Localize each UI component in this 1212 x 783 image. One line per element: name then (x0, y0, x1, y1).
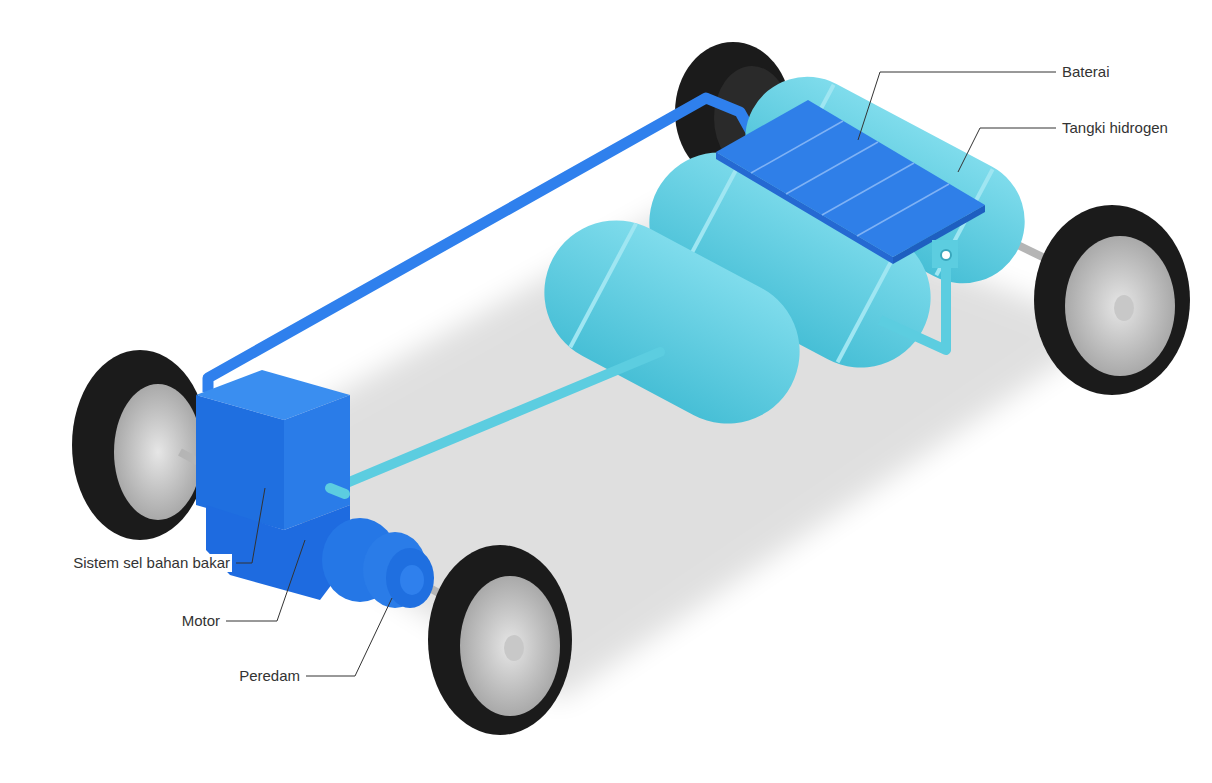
rear-right-wheel (1034, 205, 1190, 395)
leader-line (306, 598, 392, 676)
leader-line (236, 488, 265, 563)
leader-line (958, 128, 1056, 172)
hydrogen-tank (519, 195, 825, 449)
front-right-wheel (428, 545, 572, 735)
hydrogen-pipe (330, 352, 660, 490)
leader-line (226, 540, 305, 621)
hydrogen-pipe (330, 488, 345, 494)
valve (932, 240, 958, 268)
valve (941, 250, 951, 260)
part-label: Baterai (1060, 63, 1112, 81)
part-label: Motor (180, 612, 222, 630)
front-left-wheel (72, 350, 208, 540)
leader-line (858, 72, 1056, 140)
hydrogen-pipe (880, 268, 946, 350)
part-label: Peredam (237, 667, 302, 685)
fuel-cell-system (196, 370, 350, 530)
part-label: Tangki hidrogen (1060, 119, 1170, 137)
battery (716, 100, 985, 264)
reducer (363, 532, 434, 608)
part-label: Sistem sel bahan bakar (71, 554, 232, 572)
